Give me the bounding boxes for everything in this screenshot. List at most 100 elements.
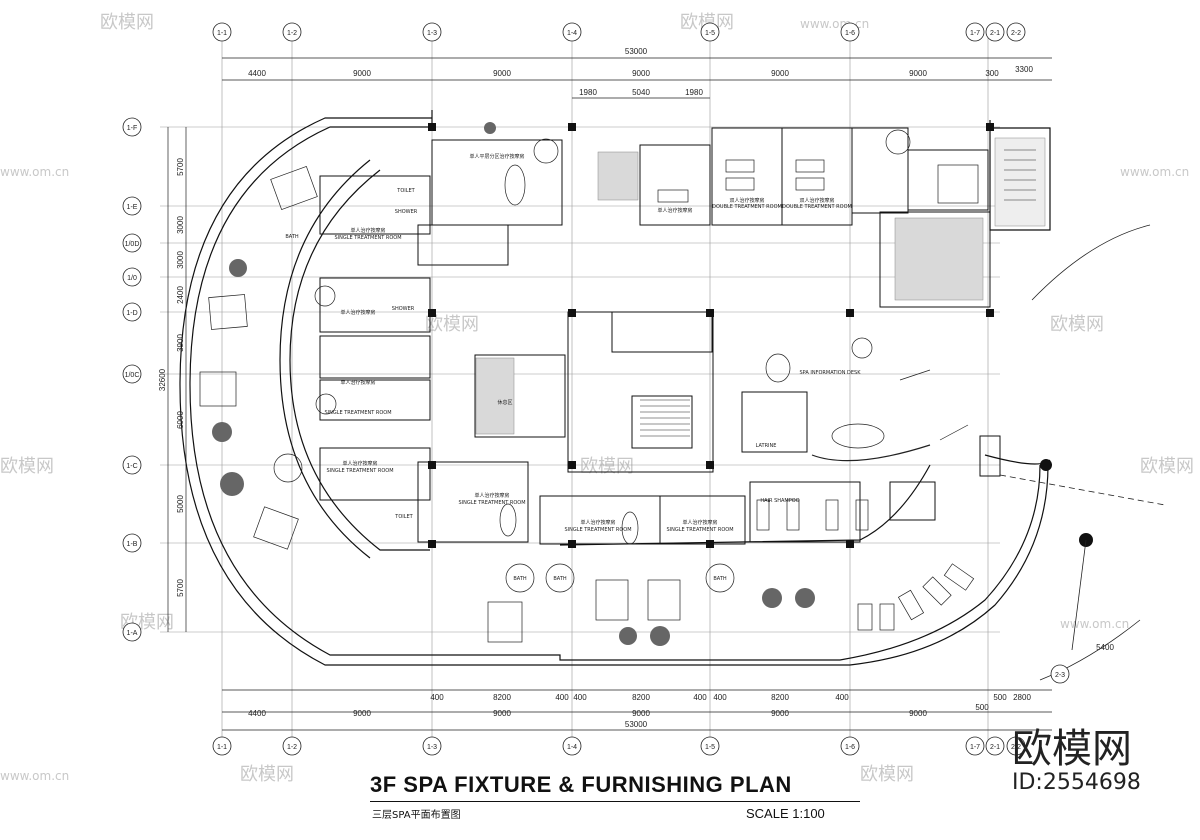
axis-label: 1-E	[127, 204, 138, 211]
brand-logo-text: 欧模网	[1012, 726, 1132, 772]
watermark-logo: 欧模网	[0, 456, 54, 477]
room-label: 单人治疗按摩房	[474, 492, 509, 499]
watermark-layer: 欧模网 欧模网 www.om.cn www.om.cn www.om.cn 欧模…	[0, 12, 1194, 785]
watermark-logo: 欧模网	[860, 764, 914, 785]
axis-label: 1-7	[970, 30, 980, 37]
dimension-sub: 1980	[685, 88, 703, 97]
dimension-span: 6000	[176, 411, 185, 429]
room-label: BATH	[553, 576, 567, 582]
dimension-span: 9000	[353, 69, 371, 78]
dimension-span: 9000	[771, 69, 789, 78]
room-label: SINGLE TREATMENT ROOM	[666, 527, 733, 533]
dimension-sub: 8200	[493, 693, 511, 702]
room-label: BATH	[513, 576, 527, 582]
axis-gridlines	[160, 36, 1000, 740]
plant-icon	[650, 626, 670, 646]
room-label: TOILET	[396, 188, 415, 194]
dimension-total: 53000	[625, 47, 648, 56]
room-label: DOUBLE TREATMENT ROOM	[782, 204, 852, 210]
axis-label: 1/0	[127, 275, 137, 282]
dimension-span: 9000	[493, 709, 511, 718]
drawing-id: ID:2554698	[1012, 770, 1141, 795]
watermark-site: www.om.cn	[0, 769, 69, 783]
dimension-span: 300	[985, 69, 999, 78]
dimension-sub: 8200	[771, 693, 789, 702]
dimension-text-top: 53000 4400 9000 9000 9000 9000 9000 300 …	[248, 47, 1033, 97]
drawing-title: 3F SPA FIXTURE & FURNISHING PLAN	[370, 772, 792, 797]
axis-label: 1-6	[845, 30, 855, 37]
axis-label: 1-4	[567, 30, 577, 37]
dimension-lines	[167, 57, 1052, 731]
axis-labels-top: 1-1 1-2 1-3 1-4 1-5 1-6 1-7 2-1 2-2	[217, 30, 1021, 37]
plant-icon	[212, 422, 232, 442]
dimension-sub: 400	[693, 693, 707, 702]
axis-label: 2-1	[990, 30, 1000, 37]
room-label: SINGLE TREATMENT ROOM	[458, 500, 525, 506]
axis-labels-left: 1-F 1-E 1/0D 1/0 1-D 1/0C 1-C 1-B 1-A 2-…	[125, 125, 1066, 679]
room-label: HAIR SHAMPOO	[760, 498, 799, 504]
plant-icon	[229, 259, 247, 277]
dimension-span: 2400	[176, 286, 185, 304]
dimension-span: 5700	[176, 158, 185, 176]
columns	[428, 123, 1093, 548]
dimension-span: 9000	[909, 709, 927, 718]
axis-label: 1-B	[127, 541, 138, 548]
watermark-logo: 欧模网	[425, 314, 479, 335]
axis-label: 1-A	[127, 630, 138, 637]
dimension-sub: 400	[573, 693, 587, 702]
room-label: TOILET	[394, 514, 413, 520]
axis-label: 1-2	[287, 744, 297, 751]
room-label: 单人治疗按摩房	[682, 519, 717, 526]
dimension-sub: 500	[993, 693, 1007, 702]
dimension-text-left: 32600 5700 3000 3000 2400 3900 6000 5000…	[158, 158, 185, 597]
room-label: SINGLE TREATMENT ROOM	[564, 527, 631, 533]
room-label: 单人治疗按摩房	[580, 519, 615, 526]
dimension-text-bottom: 400 8200 400 400 8200 400 400 8200 400 5…	[248, 643, 1114, 729]
drawing-scale: SCALE 1:100	[746, 806, 825, 821]
axis-label: 1-5	[705, 744, 715, 751]
dimension-span: 3000	[176, 251, 185, 269]
axis-label: 2-2	[1011, 30, 1021, 37]
dimension-total: 32600	[158, 368, 167, 391]
curtain-wall-curve	[999, 224, 1166, 681]
axis-label: 1-C	[126, 463, 137, 470]
axis-label: 2-3	[1055, 672, 1065, 679]
outer-building-outline	[179, 110, 1051, 666]
dimension-span: 9000	[632, 709, 650, 718]
axis-label: 1-5	[705, 30, 715, 37]
axis-label: 1-F	[127, 125, 138, 132]
room-label: 单人平层分区治疗按摩房	[469, 153, 524, 160]
room-label: 休息区	[497, 399, 512, 406]
axis-label: 2-1	[990, 744, 1000, 751]
stairs	[640, 149, 1036, 437]
dimension-span: 9000	[771, 709, 789, 718]
dimension-span: 5400	[1096, 643, 1114, 652]
axis-label: 1-4	[567, 744, 577, 751]
watermark-logo: 欧模网	[240, 764, 294, 785]
plant-icon	[762, 588, 782, 608]
room-label: BATH	[713, 576, 727, 582]
axis-label: 1/0D	[125, 241, 140, 248]
watermark-logo: 欧模网	[580, 456, 634, 477]
dimension-sub: 1980	[579, 88, 597, 97]
axis-label: 1-3	[427, 744, 437, 751]
watermark-logo: 欧模网	[1050, 314, 1104, 335]
dimension-sub: 8200	[632, 693, 650, 702]
room-label: 单人治疗按摩房	[340, 379, 375, 386]
room-label: 单人治疗按摩房	[342, 460, 377, 467]
dimension-span: 4400	[248, 69, 266, 78]
room-label: SINGLE TREATMENT ROOM	[326, 468, 393, 474]
dimension-sub: 400	[555, 693, 569, 702]
room-label: DOUBLE TREATMENT ROOM	[712, 204, 782, 210]
dimension-span: 2800	[1013, 693, 1031, 702]
axis-label: 1/0C	[125, 372, 140, 379]
room-label: 单人治疗按摩房	[350, 227, 385, 234]
dimension-sub: 400	[835, 693, 849, 702]
axis-label: 1-2	[287, 30, 297, 37]
watermark-site: www.om.cn	[1060, 617, 1129, 631]
room-label: SPA INFORMATION DESK	[800, 370, 862, 376]
dimension-span: 9000	[909, 69, 927, 78]
axis-label: 1-6	[845, 744, 855, 751]
dimension-span: 3300	[1015, 65, 1033, 74]
